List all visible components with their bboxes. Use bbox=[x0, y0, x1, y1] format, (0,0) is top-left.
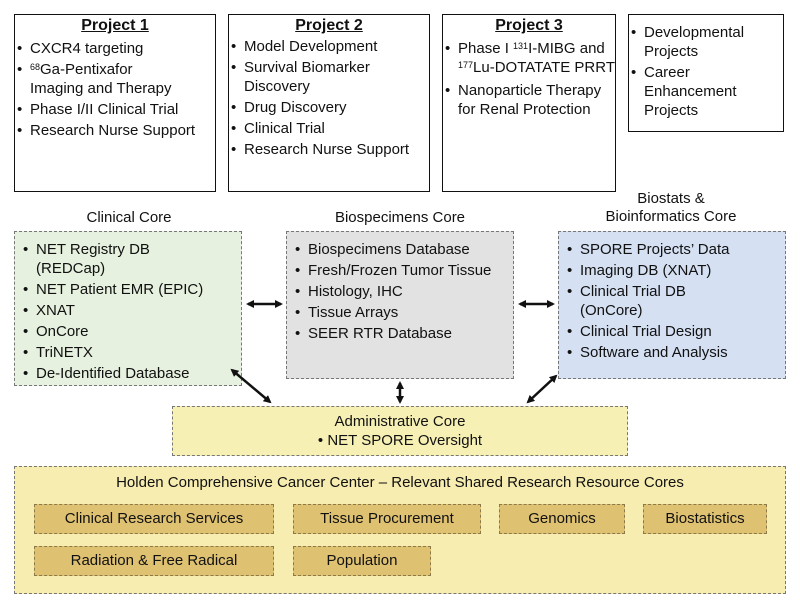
list-item: De-Identified Database bbox=[21, 364, 241, 383]
list-item: Phase I 131I-MIBG and 177Lu-DOTATATE PRR… bbox=[443, 39, 615, 77]
administrative-core-box: Administrative Core • NET SPORE Oversigh… bbox=[172, 406, 628, 456]
administrative-core-item-text: NET SPORE Oversight bbox=[327, 432, 483, 449]
list-item: Software and Analysis bbox=[565, 343, 785, 362]
list-item: SEER RTR Database bbox=[293, 324, 513, 343]
project-3-box: Project 3 Phase I 131I-MIBG and 177Lu-DO… bbox=[442, 14, 616, 192]
list-item: OnCore bbox=[21, 322, 241, 341]
list-item: Survival Biomarker Discovery bbox=[229, 58, 429, 96]
chip-radiation-free-radical: Radiation & Free Radical bbox=[34, 546, 274, 576]
chip-clinical-research-services: Clinical Research Services bbox=[34, 504, 274, 534]
clinical-core-box: NET Registry DB (REDCap) NET Patient EMR… bbox=[14, 231, 242, 386]
list-item-text: Phase I bbox=[458, 40, 514, 57]
project-1-title: Project 1 bbox=[81, 17, 149, 34]
chip-tissue-procurement: Tissue Procurement bbox=[293, 504, 481, 534]
clinical-core-label: Clinical Core bbox=[86, 209, 172, 226]
biospecimens-core-box: Biospecimens Database Fresh/Frozen Tumor… bbox=[286, 231, 514, 379]
superscript: 177 bbox=[458, 60, 474, 70]
list-item: SPORE Projects’ Data bbox=[565, 240, 785, 259]
list-item: Phase I/II Clinical Trial bbox=[15, 100, 215, 119]
list-item: XNAT bbox=[21, 301, 241, 320]
biostats-core-label-text: Biostats & Bioinformatics Core bbox=[605, 190, 737, 225]
list-item-text: I-MIBG and bbox=[528, 40, 605, 57]
project-1-box: Project 1 CXCR4 targeting 68Ga-Pentixafo… bbox=[14, 14, 216, 192]
list-item: Fresh/Frozen Tumor Tissue bbox=[293, 261, 493, 280]
project-2-title: Project 2 bbox=[295, 17, 363, 34]
list-item: Nanoparticle Therapy for Renal Protectio… bbox=[443, 81, 615, 119]
administrative-core-item: • NET SPORE Oversight bbox=[317, 432, 483, 449]
list-item: NET Patient EMR (EPIC) bbox=[21, 280, 241, 299]
list-item: Career Enhancement Projects bbox=[629, 63, 783, 120]
chip-biostatistics: Biostatistics bbox=[643, 504, 767, 534]
list-item: Drug Discovery bbox=[229, 98, 429, 117]
list-item: Imaging DB (XNAT) bbox=[565, 261, 785, 280]
list-item: CXCR4 targeting bbox=[15, 39, 215, 58]
list-item: Research Nurse Support bbox=[229, 140, 429, 159]
holden-cancer-center-title: Holden Comprehensive Cancer Center – Rel… bbox=[116, 474, 684, 491]
biospecimens-core-label: Biospecimens Core bbox=[334, 209, 466, 226]
list-item: Clinical Trial bbox=[229, 119, 429, 138]
list-item: Model Development bbox=[229, 37, 429, 56]
superscript: 131 bbox=[513, 41, 529, 51]
list-item: NET Registry DB (REDCap) bbox=[21, 240, 186, 278]
chip-population: Population bbox=[293, 546, 431, 576]
list-item: Histology, IHC bbox=[293, 282, 513, 301]
list-item: Clinical Trial Design bbox=[565, 322, 785, 341]
list-item: TriNETX bbox=[21, 343, 241, 362]
list-item: Tissue Arrays bbox=[293, 303, 513, 322]
arrow-clinical-admin bbox=[230, 368, 272, 404]
project-2-box: Project 2 Model Development Survival Bio… bbox=[228, 14, 430, 192]
list-item-text: Lu-DOTATATE PRRT bbox=[473, 59, 615, 76]
list-item: Research Nurse Support bbox=[15, 121, 215, 140]
project-3-title: Project 3 bbox=[495, 17, 563, 34]
list-item: Developmental Projects bbox=[629, 23, 783, 61]
list-item-text: Ga-Pentixafor bbox=[40, 61, 133, 78]
superscript: 68 bbox=[30, 62, 41, 72]
list-item-text: Imaging and Therapy bbox=[30, 80, 172, 97]
biostats-core-label: Biostats & Bioinformatics Core bbox=[556, 190, 786, 226]
developmental-projects-box: Developmental Projects Career Enhancemen… bbox=[628, 14, 784, 132]
administrative-core-title: Administrative Core bbox=[334, 413, 466, 430]
list-item: Clinical Trial DB (OnCore) bbox=[565, 282, 720, 320]
chip-genomics: Genomics bbox=[499, 504, 625, 534]
list-item: Biospecimens Database bbox=[293, 240, 513, 259]
arrow-biostats-admin bbox=[526, 374, 558, 404]
biostats-core-box: SPORE Projects’ Data Imaging DB (XNAT) C… bbox=[558, 231, 786, 379]
